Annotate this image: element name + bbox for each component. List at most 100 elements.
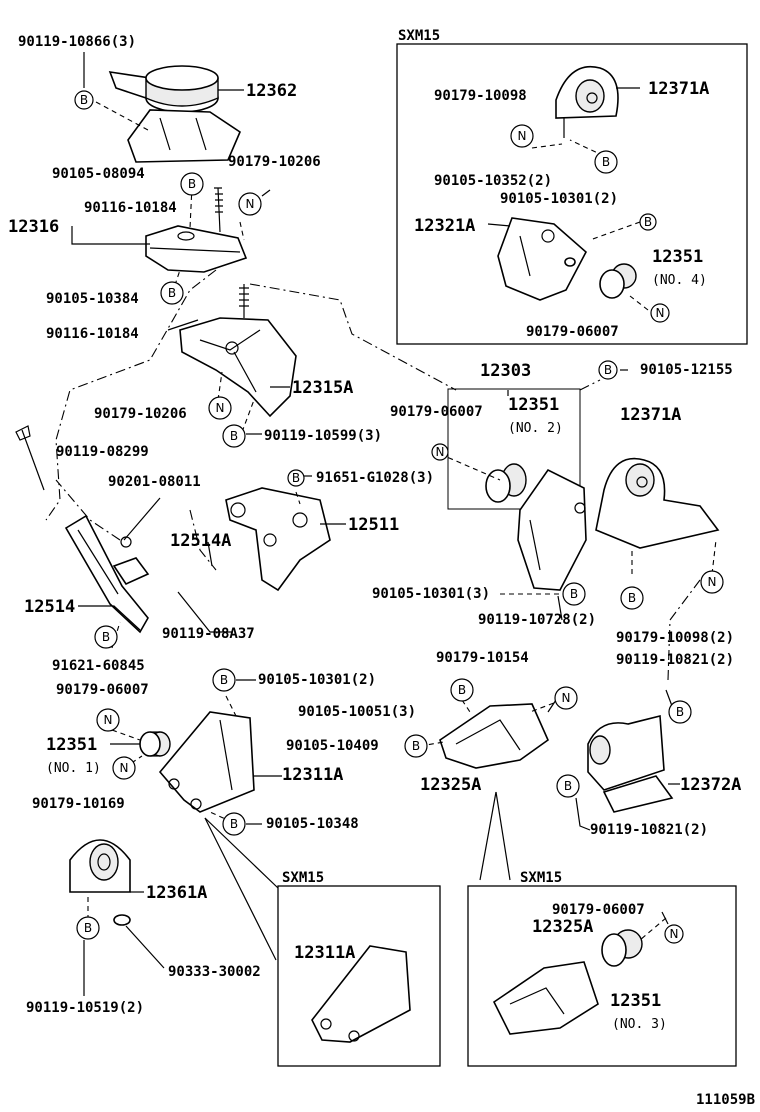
label-90105-12155: 90105-12155 [640,362,733,378]
sxm15-cushion-12351-no3-drawing [601,929,643,967]
marker-n-7: N [431,443,449,461]
bracket-12511-drawing [225,487,331,592]
marker-n-10: N [664,924,684,944]
label-90119-10599: 90119-10599(3) [264,428,382,444]
label-90105-10301-b: 90105-10301(2) [500,191,618,207]
label-12303: 12303 [480,361,531,381]
sxm15-box-bottom-right [467,885,737,1067]
marker-n-2: N [208,396,232,420]
label-90105-08094: 90105-08094 [52,166,145,182]
label-12321A: 12321A [414,216,475,236]
svg-text:B: B [188,177,196,191]
label-91621-60845: 91621-60845 [52,658,145,674]
marker-b-12: B [598,360,618,380]
marker-b-11: B [639,213,657,231]
sxm15-bracket-12325A-drawing [492,961,599,1035]
svg-text:B: B [676,705,684,719]
label-90179-06007-a: 90179-06007 [56,682,149,698]
marker-b-17: B [668,700,692,724]
label-no3: (NO. 3) [612,1017,667,1032]
label-90105-10409: 90105-10409 [286,738,379,754]
label-12514A: 12514A [170,531,231,551]
svg-text:B: B [602,155,610,169]
cushion-12351-no1-drawing [139,731,171,757]
mount-12361A-drawing [69,839,131,926]
label-90119-10821-a: 90119-10821(2) [616,652,734,668]
label-90179-06007-b: 90179-06007 [526,324,619,340]
label-90116-10184-a: 90116-10184 [84,200,177,216]
label-12315A: 12315A [292,378,353,398]
marker-b-14: B [620,586,644,610]
label-90179-10206-a: 90179-10206 [228,154,321,170]
leader-lines [71,52,680,996]
svg-text:N: N [670,927,679,941]
svg-text:N: N [656,306,665,320]
svg-text:B: B [80,93,88,107]
label-sxm15-c: SXM15 [520,870,562,886]
marker-b-10: B [594,150,618,174]
label-90179-06007-c: 90179-06007 [390,404,483,420]
label-90119-10519: 90119-10519(2) [26,1000,144,1016]
svg-text:B: B [628,591,636,605]
dashed-leader-lines [87,101,717,941]
marker-n-4: N [112,756,136,780]
marker-b-13: B [562,582,586,606]
svg-text:B: B [230,817,238,831]
svg-text:N: N [120,761,129,775]
bracket-12316-drawing [145,187,248,273]
svg-text:B: B [102,630,110,644]
marker-b-2: B [180,172,204,196]
label-12514: 12514 [24,597,75,617]
label-90179-10169: 90179-10169 [32,796,125,812]
marker-b-16: B [404,734,428,758]
label-90116-10184-b: 90116-10184 [46,326,139,342]
label-90179-10098-a: 90179-10098 [434,88,527,104]
svg-text:N: N [104,713,113,727]
svg-text:N: N [518,129,527,143]
svg-text:B: B [168,286,176,300]
label-90119-08A37: 90119-08A37 [162,626,255,642]
label-90105-10348: 90105-10348 [266,816,359,832]
mount-12371A-drawing [595,457,720,549]
label-12316: 12316 [8,217,59,237]
label-no1: (NO. 1) [46,761,101,776]
marker-b-9: B [76,916,100,940]
sxm15-bracket-12321A-drawing [497,217,588,301]
svg-text:B: B [604,363,612,377]
label-90179-10206-b: 90179-10206 [94,406,187,422]
label-no4: (NO. 4) [652,273,707,288]
marker-b-15: B [450,678,474,702]
svg-text:N: N [562,691,571,705]
label-12511: 12511 [348,515,399,535]
label-sxm15-b: SXM15 [398,28,440,44]
label-90105-10384: 90105-10384 [46,291,139,307]
sxm15-box-top-right [396,43,748,345]
label-12351-no1: 12351 [46,735,97,755]
label-no2: (NO. 2) [508,421,563,436]
marker-n-6: N [650,303,670,323]
sxm15-box-bottom-left [277,885,441,1067]
label-90119-10866: 90119-10866(3) [18,34,136,50]
svg-text:B: B [84,921,92,935]
svg-text:N: N [436,445,445,459]
svg-text:N: N [708,575,717,589]
sxm15-mount-12371A-drawing [555,66,619,138]
label-12351-no3: 12351 [610,991,661,1011]
label-12325A: 12325A [420,775,481,795]
label-90179-10098-b: 90179-10098(2) [616,630,734,646]
marker-n-3: N [96,708,120,732]
bracket-12303-drawing [517,468,587,591]
label-90119-08299: 90119-08299 [56,444,149,460]
label-12371A-a: 12371A [648,79,709,99]
label-12362: 12362 [246,81,297,101]
marker-n-9: N [554,686,578,710]
svg-text:B: B [564,779,572,793]
label-90179-06007-d: 90179-06007 [552,902,645,918]
figure-id: 111059B [696,1092,755,1108]
mount-12362-drawing [108,65,241,163]
label-91651-G1028: 91651-G1028(3) [316,470,434,486]
label-90179-10154: 90179-10154 [436,650,529,666]
marker-b-4: B [222,424,246,448]
marker-n-1: N [238,192,262,216]
sxm15-bracket-12311A-drawing [311,945,411,1043]
